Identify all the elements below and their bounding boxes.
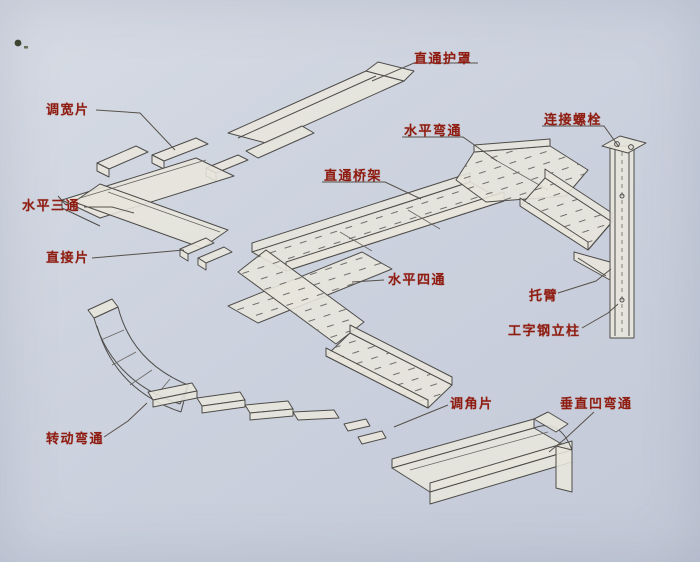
- angle-adjust-chain-part: [147, 382, 387, 445]
- label-straight-tray: 直通桥架: [324, 168, 383, 183]
- label-horizontal-cross: 水平四通: [388, 272, 447, 287]
- label-vertical-concave-bend: 垂直凹弯通: [560, 396, 633, 411]
- label-rotating-bend: 转动弯通: [46, 431, 105, 446]
- straight-cover-part: [227, 61, 415, 159]
- label-angle-adjust-piece: 调角片: [450, 396, 494, 411]
- bracket-arm-part: [573, 251, 611, 281]
- vertical-concave-bend-part: [391, 411, 573, 505]
- connecting-bolt-part: [601, 135, 647, 154]
- connector-pieces-part: [179, 237, 233, 271]
- tray-to-column-part: [519, 168, 613, 251]
- label-width-adjust-piece: 调宽片: [46, 102, 90, 117]
- horizontal-tee-part: [57, 157, 235, 249]
- branch-tray-part: [325, 324, 453, 409]
- label-connecting-bolt: 连接螺栓: [544, 112, 603, 127]
- label-bracket-arm: 托臂: [529, 288, 559, 303]
- i-beam-column-part: [573, 135, 647, 339]
- label-i-beam-column: 工字钢立柱: [508, 323, 581, 338]
- label-horizontal-tee: 水平三通: [22, 198, 81, 213]
- horizontal-cross-part: [227, 249, 393, 345]
- label-straight-cover: 直通护罩: [414, 51, 473, 66]
- callout-leaders: [84, 62, 620, 453]
- label-connector-piece: 直接片: [46, 250, 90, 265]
- photo-speck: [14, 39, 28, 49]
- label-horizontal-bend: 水平弯通: [404, 123, 463, 138]
